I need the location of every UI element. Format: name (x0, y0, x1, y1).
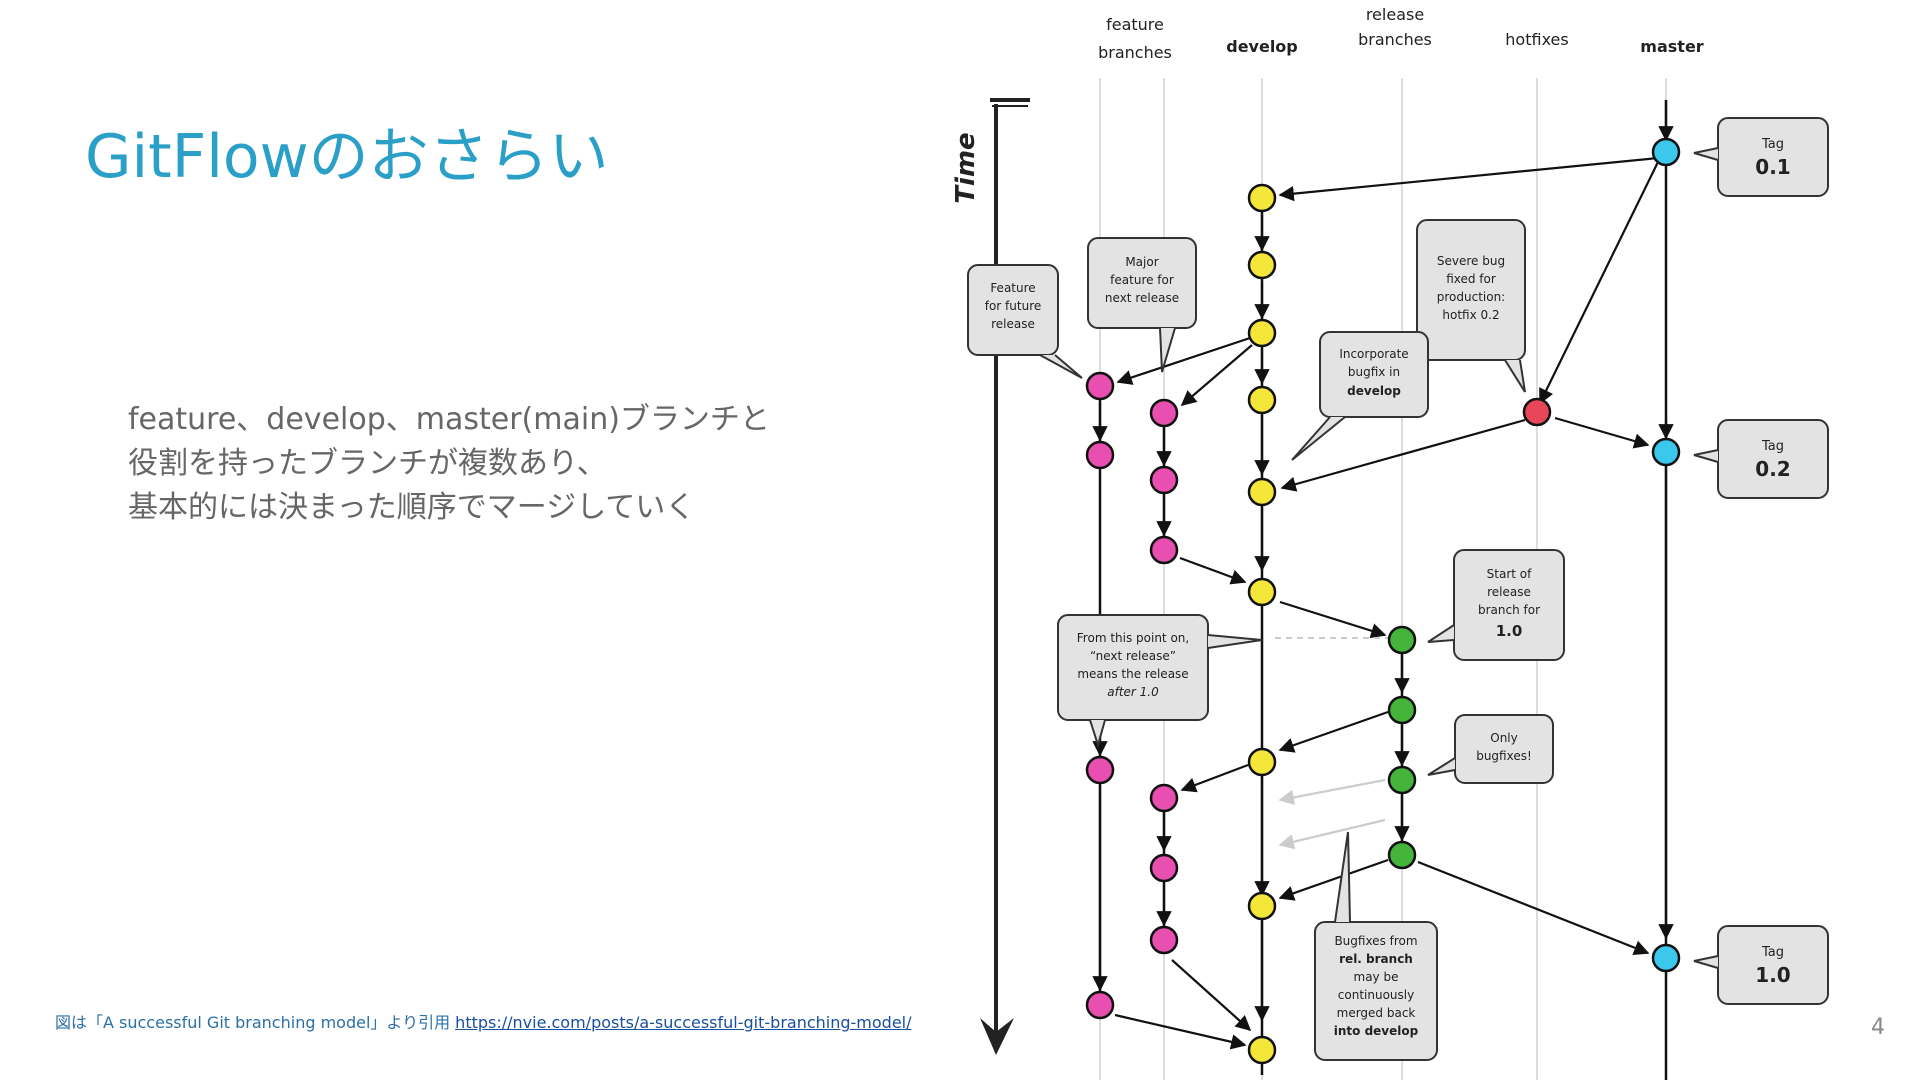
bubble-text: into develop (1334, 1024, 1419, 1038)
source-citation: 図は「A successful Git branching model」より引用… (55, 1009, 912, 1033)
bubble-text: bugfix in (1348, 365, 1400, 379)
body-line-2: 役割を持ったブランチが複数あり、 (128, 446, 607, 481)
slide-title: GitFlowのおさらい (85, 122, 609, 192)
feature-commits (1085, 371, 1179, 1020)
develop-commit (1247, 1035, 1277, 1065)
tag-version: 0.1 (1755, 155, 1790, 179)
bubble-incorporate: Incorporate bugfix in develop (1291, 331, 1429, 461)
bubble-text: means the release (1077, 667, 1188, 681)
column-header-release-1: release (1366, 5, 1424, 24)
tag-label: Tag (1761, 945, 1784, 960)
bubble-text: next release (1105, 291, 1179, 305)
develop-commit (1247, 891, 1277, 921)
bubble-text: release (991, 317, 1035, 331)
develop-commit (1247, 747, 1277, 777)
bubble-text: merged back (1337, 1006, 1416, 1020)
master-commit (1651, 137, 1681, 167)
tag-box-0-1: Tag 0.1 (1693, 117, 1829, 197)
bubble-text: Bugfixes from (1334, 934, 1417, 948)
bubble-major-feature: Major feature for next release (1087, 237, 1197, 373)
bubble-from-this-point: From this point on, “next release” means… (1057, 614, 1263, 749)
tag-box-1-0: Tag 1.0 (1693, 925, 1829, 1005)
bubble-text: branch for (1478, 603, 1540, 617)
develop-commit (1247, 385, 1277, 415)
hotfix-commit (1522, 397, 1552, 427)
bubble-text: feature for (1110, 273, 1174, 287)
bubble-text: production: (1437, 290, 1505, 304)
feature-commit (1149, 853, 1179, 883)
bubble-only-bugfixes: Only bugfixes! (1427, 714, 1554, 784)
bubble-text: Major (1125, 255, 1158, 269)
master-commit (1651, 437, 1681, 467)
develop-commit (1247, 183, 1277, 213)
master-commits (1651, 137, 1681, 973)
develop-commit (1247, 318, 1277, 348)
column-header-release-2: branches (1358, 30, 1432, 49)
column-header-feature-2: branches (1098, 43, 1172, 62)
tag-label: Tag (1761, 439, 1784, 454)
bubble-text: may be (1354, 970, 1399, 984)
release-commit (1387, 840, 1417, 870)
time-label: Time (951, 132, 981, 203)
merge-arrows (1092, 100, 1674, 1050)
bubble-text: Severe bug (1437, 254, 1505, 268)
bubble-text: Feature (990, 281, 1035, 295)
feature-commit (1149, 535, 1179, 565)
bubble-severe-bug: Severe bug fixed for production: hotfix … (1416, 219, 1526, 393)
feature-commit (1085, 755, 1115, 785)
bubble-text: continuously (1338, 988, 1414, 1002)
feature-commit (1085, 990, 1115, 1020)
body-line-1: feature、develop、master(main)ブランチと (128, 402, 770, 437)
bubble-text: after 1.0 (1107, 685, 1159, 699)
bubble-text: hotfix 0.2 (1442, 308, 1499, 322)
bubble-text: Incorporate (1339, 347, 1408, 361)
source-link[interactable]: https://nvie.com/posts/a-successful-git-… (455, 1013, 912, 1032)
bubble-text: 1.0 (1496, 622, 1523, 640)
tag-box-0-2: Tag 0.2 (1693, 419, 1829, 499)
feature-commit (1149, 465, 1179, 495)
bubble-text: fixed for (1446, 272, 1496, 286)
feature-commit (1149, 783, 1179, 813)
bubble-text: release (1487, 585, 1531, 599)
feature-commit (1149, 925, 1179, 955)
column-header-feature-1: feature (1106, 15, 1164, 34)
time-arrow-head (980, 1018, 1014, 1055)
bubble-text: develop (1347, 384, 1401, 398)
column-header-hotfixes: hotfixes (1505, 30, 1568, 49)
tag-version: 1.0 (1755, 963, 1790, 987)
page-number: 4 (1871, 1015, 1885, 1040)
release-commits (1387, 625, 1417, 870)
develop-commit (1247, 477, 1277, 507)
source-prefix: 図は「A successful Git branching model」より引用 (55, 1013, 456, 1032)
bubble-text: From this point on, (1077, 631, 1189, 645)
bubble-text: Start of (1487, 567, 1532, 581)
release-commit (1387, 625, 1417, 655)
bubble-feature-future: Feature for future release (967, 264, 1083, 379)
bubble-text: bugfixes! (1476, 749, 1532, 763)
bubble-text: rel. branch (1339, 952, 1413, 966)
feature-commit (1085, 371, 1115, 401)
bubble-text: “next release” (1090, 649, 1176, 663)
body-text: feature、develop、master(main)ブランチと 役割を持った… (128, 398, 770, 530)
bubble-text: for future (985, 299, 1042, 313)
develop-commits (1247, 183, 1277, 1065)
column-header-develop: develop (1226, 37, 1298, 56)
tag-label: Tag (1761, 137, 1784, 152)
bubble-bugfixes-from: Bugfixes from rel. branch may be continu… (1314, 831, 1438, 1061)
master-commit (1651, 943, 1681, 973)
body-line-3: 基本的には決まった順序でマージしていく (128, 490, 696, 525)
column-header-master: master (1640, 37, 1703, 56)
tag-version: 0.2 (1755, 457, 1790, 481)
develop-commit (1247, 577, 1277, 607)
bubble-start-release: Start of release branch for 1.0 (1427, 549, 1565, 661)
bubble-text: Only (1490, 731, 1518, 745)
develop-commit (1247, 250, 1277, 280)
release-commit (1387, 695, 1417, 725)
feature-commit (1085, 440, 1115, 470)
release-commit (1387, 765, 1417, 795)
time-axis (980, 98, 1030, 1055)
feature-commit (1149, 398, 1179, 428)
faded-arrows (1278, 778, 1386, 850)
